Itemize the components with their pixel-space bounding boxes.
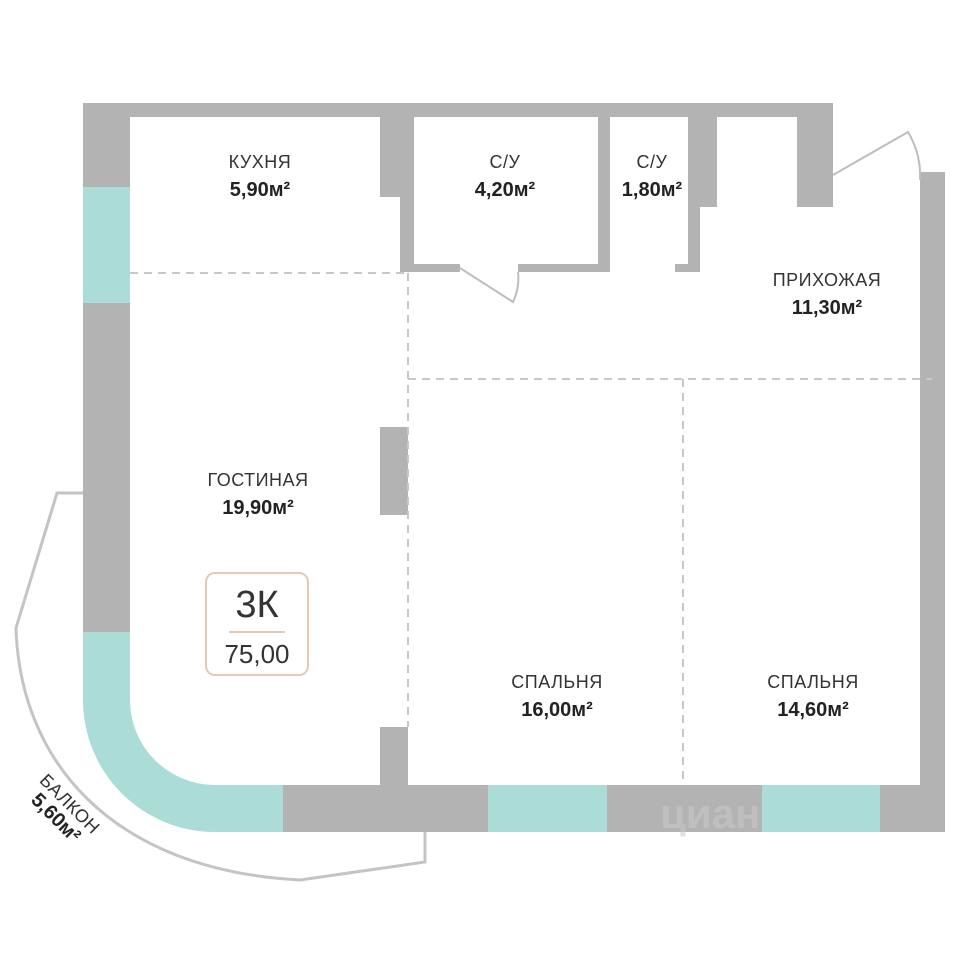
total-area: 75,00 bbox=[224, 639, 290, 669]
apartment-badge: 3К 75,00 bbox=[205, 572, 309, 676]
room-living[interactable]: ГОСТИНАЯ 19,90м² bbox=[207, 470, 308, 520]
room-dividers bbox=[130, 272, 932, 785]
watermark: циан bbox=[660, 790, 761, 837]
windows bbox=[83, 187, 880, 832]
room-bedroom-2[interactable]: СПАЛЬНЯ 14,60м² bbox=[767, 672, 858, 722]
room-area: 5,90м² bbox=[229, 179, 291, 201]
room-name: С/У bbox=[489, 152, 521, 172]
doors bbox=[459, 130, 922, 304]
room-count: 3К bbox=[235, 584, 279, 626]
room-bathroom-1[interactable]: С/У 4,20м² bbox=[475, 152, 535, 202]
walls bbox=[83, 103, 945, 832]
room-name: ГОСТИНАЯ bbox=[207, 470, 309, 490]
room-kitchen[interactable]: КУХНЯ 5,90м² bbox=[229, 152, 292, 202]
room-name: С/У bbox=[636, 152, 668, 172]
room-name: СПАЛЬНЯ bbox=[767, 672, 859, 692]
room-bathroom-2[interactable]: С/У 1,80м² bbox=[622, 152, 682, 202]
badge-divider bbox=[229, 631, 285, 633]
room-area: 14,60м² bbox=[777, 699, 849, 721]
room-area: 11,30м² bbox=[791, 297, 863, 319]
room-area: 1,80м² bbox=[621, 179, 683, 201]
room-name: СПАЛЬНЯ bbox=[511, 672, 603, 692]
room-area: 16,00м² bbox=[521, 699, 593, 721]
room-name: КУХНЯ bbox=[228, 152, 292, 172]
room-area: 19,90м² bbox=[222, 497, 294, 519]
room-hallway[interactable]: ПРИХОЖАЯ 11,30м² bbox=[773, 270, 882, 320]
room-name: ПРИХОЖАЯ bbox=[772, 270, 882, 290]
balcony-outline bbox=[14, 491, 427, 882]
room-bedroom-1[interactable]: СПАЛЬНЯ 16,00м² bbox=[511, 672, 602, 722]
room-area: 4,20м² bbox=[474, 179, 536, 201]
